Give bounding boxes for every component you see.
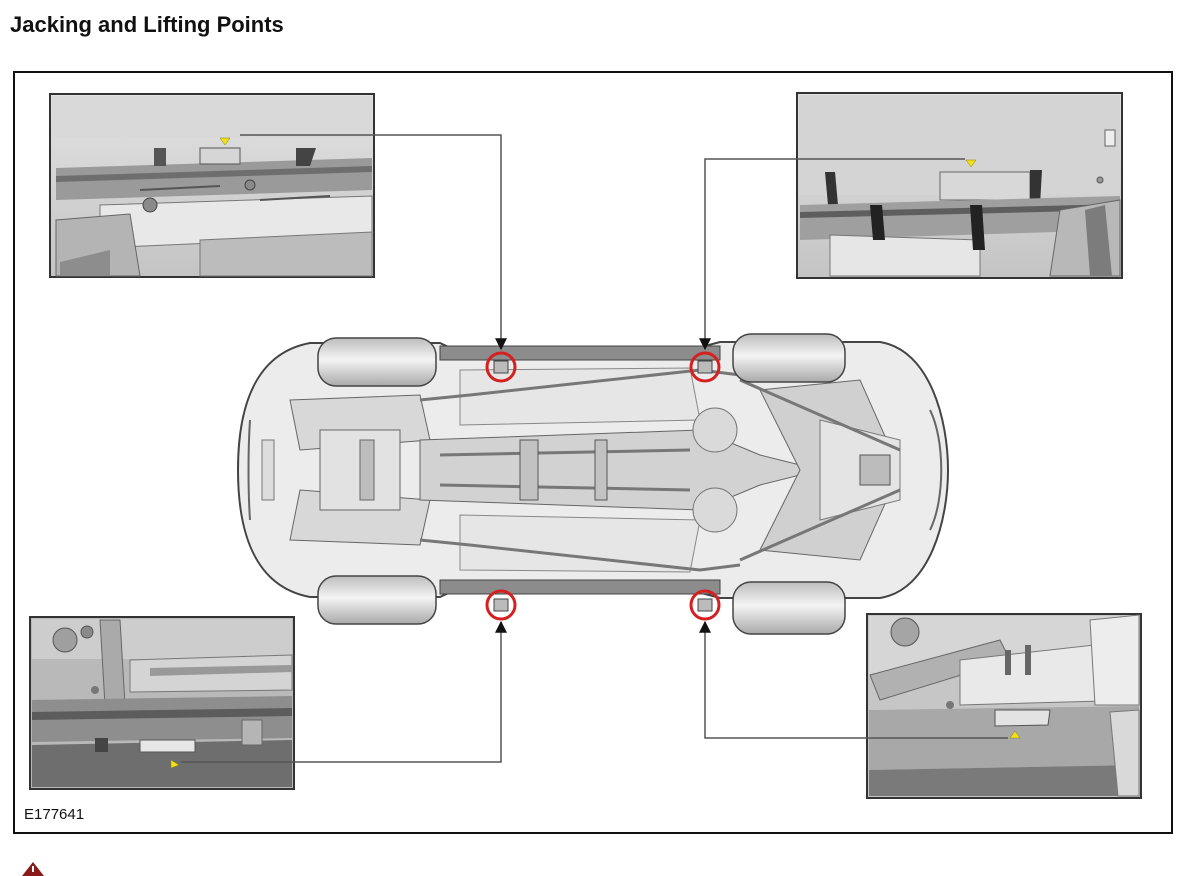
figure-id: E177641 [24,806,85,823]
pointer-arrow-icon [1009,730,1021,739]
tire-front-right [317,575,437,625]
lifting-point-front-left [485,351,517,383]
detail-view-top-left [49,93,375,278]
page-title: Jacking and Lifting Points [10,12,284,37]
car-underbody [236,333,950,635]
pointer-arrow-icon [219,137,231,146]
warning-triangle-icon [22,862,44,876]
detail-view-bottom-left [29,616,295,790]
detail-view-top-right [796,92,1123,279]
leader-line-top-left [240,134,507,351]
tire-rear-right [732,581,846,635]
tire-front-left [317,337,437,387]
lifting-point-rear-right [689,589,721,621]
lifting-point-rear-left [689,351,721,383]
leader-line-bottom-left [181,620,507,763]
tire-rear-left [732,333,846,383]
pointer-arrow-icon [170,759,180,769]
pointer-arrow-icon [965,159,977,168]
leader-line-top-right [699,158,965,351]
lifting-point-front-right [485,589,517,621]
detail-view-bottom-right [866,613,1142,799]
leader-line-bottom-right [699,620,1008,739]
